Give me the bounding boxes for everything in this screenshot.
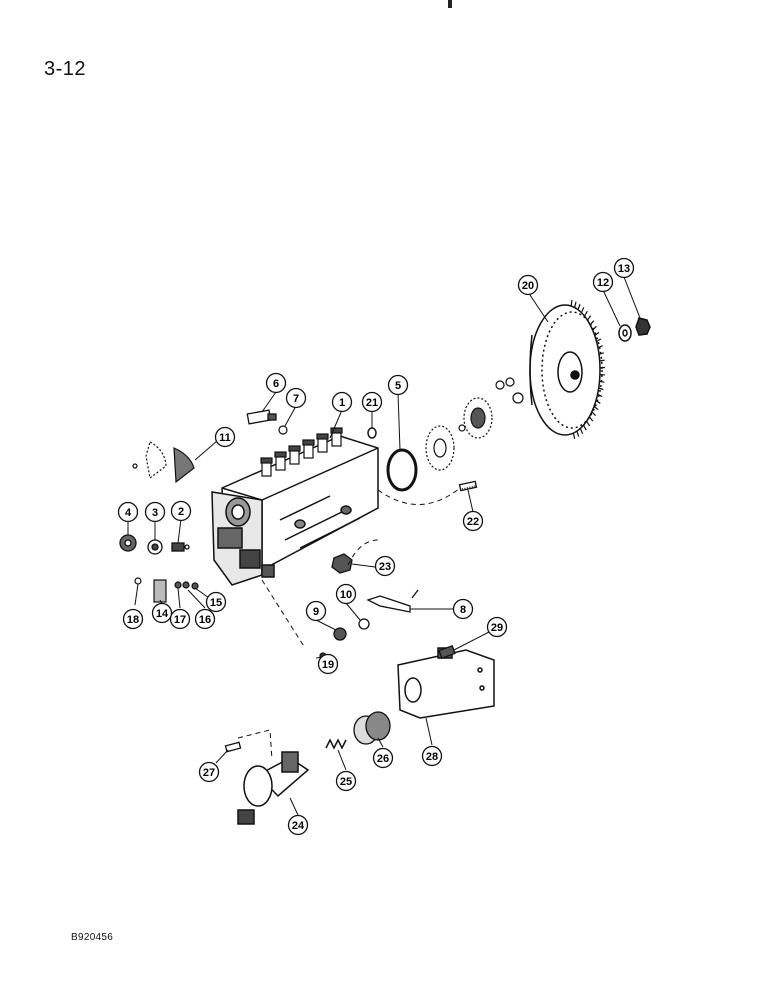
callout-3: 3 bbox=[144, 501, 166, 523]
callout-number: 26 bbox=[377, 753, 389, 765]
callout-number: 11 bbox=[219, 432, 231, 444]
callout-number: 3 bbox=[152, 507, 158, 519]
delivery-valve bbox=[331, 431, 342, 447]
delivery-valves bbox=[260, 427, 343, 477]
callout-number: 14 bbox=[156, 608, 169, 620]
callout-1: 1 bbox=[331, 391, 353, 413]
callout-number: 15 bbox=[210, 597, 222, 609]
stud bbox=[458, 480, 478, 492]
hex-nut bbox=[331, 553, 353, 574]
o-ring bbox=[386, 448, 418, 492]
callout-20: 20 bbox=[517, 274, 539, 296]
callout-number: 25 bbox=[340, 776, 352, 788]
callout-number: 17 bbox=[174, 614, 186, 626]
delivery-valve-cap bbox=[302, 439, 315, 446]
callout-27: 27 bbox=[198, 761, 220, 783]
callout-number: 13 bbox=[618, 263, 630, 275]
coupling-parts bbox=[425, 377, 524, 471]
figure-id: B920456 bbox=[71, 932, 114, 943]
spring bbox=[325, 738, 347, 750]
delivery-valve-cap bbox=[274, 451, 287, 458]
delivery-valve bbox=[261, 461, 272, 477]
delivery-valve-cap bbox=[330, 427, 343, 434]
assembly-lines bbox=[237, 487, 461, 761]
callout-10: 10 bbox=[335, 583, 357, 605]
delivery-valve-cap bbox=[288, 445, 301, 452]
callout-number: 22 bbox=[467, 516, 479, 528]
callout-26: 26 bbox=[372, 747, 394, 769]
callout-number: 16 bbox=[199, 614, 211, 626]
callout-15: 15 bbox=[205, 591, 227, 613]
callout-4: 4 bbox=[117, 501, 139, 523]
callout-17: 17 bbox=[169, 608, 191, 630]
callout-8: 8 bbox=[452, 598, 474, 620]
callout-number: 18 bbox=[127, 614, 139, 626]
delivery-valve bbox=[289, 449, 300, 465]
callout-25: 25 bbox=[335, 770, 357, 792]
callout-9: 9 bbox=[305, 600, 327, 622]
page-number: 3-12 bbox=[44, 58, 87, 80]
drive-gear bbox=[529, 304, 603, 436]
bracket-and-fasteners bbox=[134, 577, 199, 603]
callout-5: 5 bbox=[387, 374, 409, 396]
delivery-valve bbox=[275, 455, 286, 471]
cap-screw bbox=[224, 741, 242, 753]
callout-number: 2 bbox=[178, 506, 184, 518]
callout-24: 24 bbox=[287, 814, 309, 836]
callout-labels: 1234567891011121314151617181920212223242… bbox=[117, 257, 635, 836]
callout-number: 28 bbox=[426, 751, 438, 763]
callout-number: 27 bbox=[203, 767, 215, 779]
solenoid-boot bbox=[353, 711, 391, 745]
small-seal-ring bbox=[367, 427, 377, 439]
callout-19: 19 bbox=[317, 653, 339, 675]
callout-number: 1 bbox=[339, 397, 345, 409]
washer bbox=[278, 425, 288, 435]
callout-28: 28 bbox=[421, 745, 443, 767]
callout-21: 21 bbox=[361, 391, 383, 413]
callout-number: 23 bbox=[379, 561, 391, 573]
callout-22: 22 bbox=[462, 510, 484, 532]
callout-number: 20 bbox=[522, 280, 534, 292]
callout-12: 12 bbox=[592, 271, 614, 293]
fuel-shutoff-solenoid bbox=[237, 751, 310, 825]
delivery-valve-cap bbox=[316, 433, 329, 440]
callout-number: 12 bbox=[597, 277, 609, 289]
callout-number: 10 bbox=[340, 589, 352, 601]
delivery-valve bbox=[317, 437, 328, 453]
control-lever bbox=[319, 589, 419, 660]
callout-number: 21 bbox=[366, 397, 378, 409]
callout-23: 23 bbox=[374, 555, 396, 577]
delivery-valve bbox=[303, 443, 314, 459]
callout-number: 4 bbox=[125, 507, 132, 519]
cover-plate bbox=[132, 441, 195, 484]
callout-18: 18 bbox=[122, 608, 144, 630]
callout-number: 19 bbox=[322, 659, 334, 671]
bracket-bolt bbox=[438, 645, 456, 659]
callout-6: 6 bbox=[265, 372, 287, 394]
callout-14: 14 bbox=[151, 602, 173, 624]
callout-number: 7 bbox=[293, 393, 299, 405]
injection-pump bbox=[211, 435, 379, 586]
callout-number: 29 bbox=[491, 622, 503, 634]
callout-16: 16 bbox=[194, 608, 216, 630]
nut-and-washer bbox=[618, 317, 651, 342]
callout-29: 29 bbox=[486, 616, 508, 638]
callout-number: 9 bbox=[313, 606, 319, 618]
fittings bbox=[119, 534, 190, 555]
callout-number: 8 bbox=[460, 604, 466, 616]
callout-2: 2 bbox=[170, 500, 192, 522]
banjo-bolt bbox=[246, 409, 277, 425]
callout-13: 13 bbox=[613, 257, 635, 279]
delivery-valve-cap bbox=[260, 457, 273, 464]
callout-11: 11 bbox=[214, 426, 236, 448]
callout-7: 7 bbox=[285, 387, 307, 409]
leader-lines bbox=[127, 276, 641, 816]
callout-number: 6 bbox=[273, 378, 279, 390]
mounting-bracket bbox=[397, 647, 495, 719]
callout-number: 5 bbox=[395, 380, 401, 392]
callout-number: 24 bbox=[292, 820, 305, 832]
